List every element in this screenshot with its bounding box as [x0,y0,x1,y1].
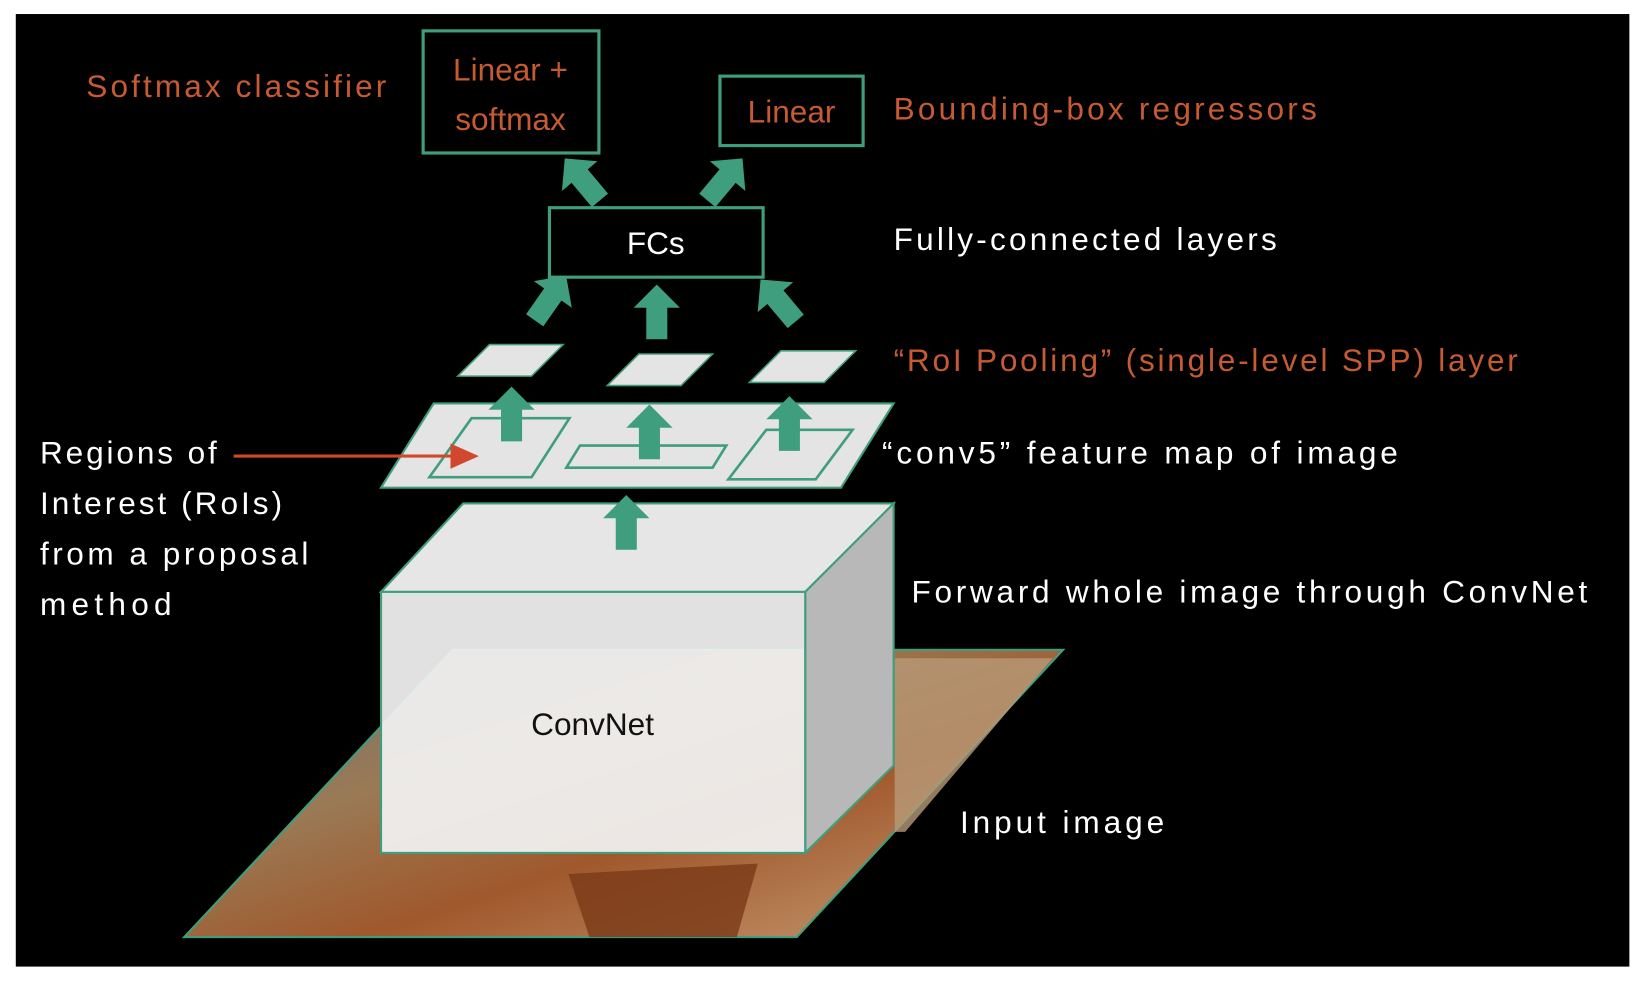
input-image-label: Input image [960,804,1164,840]
linear-label: Linear [748,93,836,129]
rois-label-line3: from a proposal [40,536,308,572]
linear-softmax-label-line2: softmax [455,101,566,137]
roi-pooling-cells [455,343,858,387]
convnet-block [378,500,897,856]
fully-connected-label: Fully-connected layers [894,221,1277,257]
fcs-label: FCs [627,225,685,261]
roi-right [725,428,856,481]
roi-middle [563,444,729,470]
rois-label-line2: Interest (RoIs) [40,485,282,521]
linear-box [718,74,865,148]
convnet-label: ConvNet [531,706,654,742]
roi-left [426,416,572,479]
forward-label: Forward whole image through ConvNet [912,573,1588,609]
linear-softmax-box [421,29,601,155]
linear-softmax-label-line1: Linear + [453,51,568,87]
rois-label-line1: Regions of [40,434,217,470]
conv5-label: “conv5” feature map of image [882,434,1398,470]
softmax-classifier-label: Softmax classifier [86,68,386,104]
conv5-feature-map [379,402,896,489]
fcs-box [547,206,765,279]
